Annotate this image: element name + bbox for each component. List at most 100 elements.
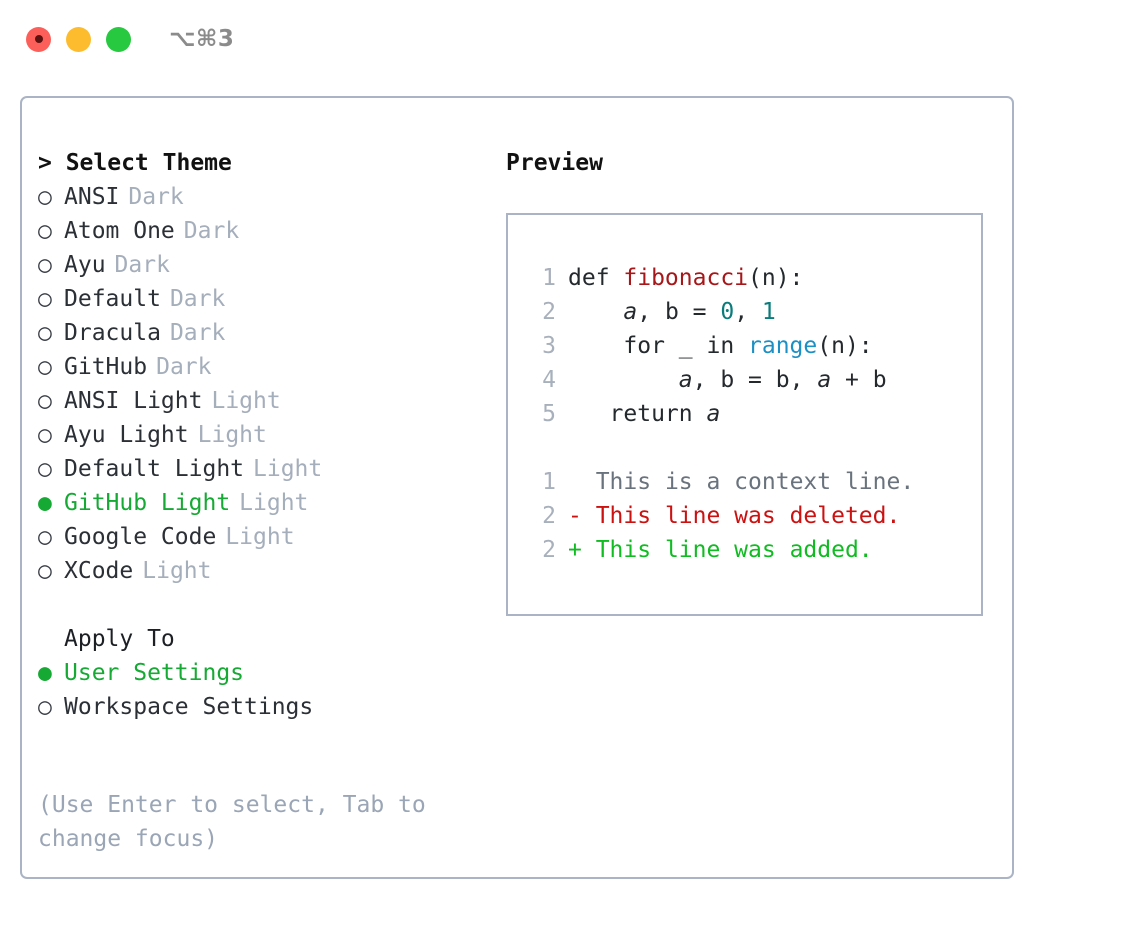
code-content: a, b = b, a + b: [568, 363, 887, 397]
apply-to-label: User Settings: [64, 660, 245, 686]
theme-name: Ayu: [64, 252, 106, 278]
line-number: 4: [542, 367, 556, 393]
theme-list-item[interactable]: ○ ANSI Light Light: [38, 384, 484, 418]
theme-category: Light: [253, 456, 323, 482]
code-content: def fibonacci(n):: [568, 261, 803, 295]
radio-unselected-icon: ○: [38, 218, 52, 244]
diff-text: This line was deleted.: [595, 503, 901, 529]
theme-name: GitHub Light: [64, 490, 231, 516]
theme-list-item[interactable]: ○ Ayu Light Light: [38, 418, 484, 452]
radio-unselected-icon: ○: [38, 422, 52, 448]
theme-category: Dark: [114, 252, 170, 278]
diff-line-deleted: 2 - This line was deleted.: [526, 499, 981, 533]
apply-to-heading: ○ Apply To: [38, 622, 484, 656]
radio-unselected-icon: ○: [38, 184, 52, 210]
select-theme-prompt: > Select Theme: [38, 150, 232, 176]
code-token: a: [706, 401, 721, 427]
theme-list-item[interactable]: ○ GitHub Dark: [38, 350, 484, 384]
code-line: 3 for _ in range(n):: [526, 329, 981, 363]
theme-list-item[interactable]: ○ Default Light Light: [38, 452, 484, 486]
keyboard-hint-text: (Use Enter to select, Tab to change focu…: [38, 792, 426, 852]
diff-marker: +: [568, 537, 596, 563]
theme-category: Light: [142, 558, 212, 584]
theme-list-item[interactable]: ○ Ayu Dark: [38, 248, 484, 282]
code-token: b: [664, 299, 679, 325]
code-token: def: [568, 265, 624, 291]
theme-name: XCode: [64, 558, 134, 584]
code-token: b: [775, 367, 790, 393]
code-token: =: [734, 367, 776, 393]
code-token: return: [568, 401, 707, 427]
diff-text: This is a context line.: [595, 469, 915, 495]
code-token: a: [623, 299, 638, 325]
theme-list-item[interactable]: ○ Dracula Dark: [38, 316, 484, 350]
theme-name: Atom One: [64, 218, 175, 244]
theme-name: Default Light: [64, 456, 245, 482]
theme-category: Light: [225, 524, 295, 550]
code-token: [568, 299, 623, 325]
code-token: 1: [761, 299, 776, 325]
radio-unselected-icon: ○: [38, 694, 52, 720]
line-number: 2: [542, 503, 556, 529]
apply-to-option[interactable]: ○ Workspace Settings: [38, 690, 484, 724]
radio-unselected-icon: ○: [38, 388, 52, 414]
dialog-columns: > Select Theme ○ ANSI Dark ○ Atom One Da…: [22, 98, 1012, 856]
theme-category: Dark: [169, 286, 226, 312]
apply-to-option-selected[interactable]: ● User Settings: [38, 656, 484, 690]
theme-list-item[interactable]: ○ XCode Light: [38, 554, 484, 588]
theme-name: GitHub: [64, 354, 148, 380]
preview-panel: Preview 1 def fibonacci(n): 2 a, b = 0, …: [484, 146, 983, 856]
code-line: 1 def fibonacci(n):: [526, 261, 981, 295]
code-token: b: [720, 367, 735, 393]
radio-unselected-icon: ○: [38, 286, 52, 312]
theme-list-item[interactable]: ○ Atom One Dark: [38, 214, 484, 248]
diff-marker: -: [568, 503, 596, 529]
theme-category: Dark: [156, 354, 212, 380]
code-token: ,: [734, 299, 762, 325]
theme-name: Google Code: [64, 524, 217, 550]
close-button[interactable]: [26, 26, 51, 52]
code-token: (n):: [748, 265, 804, 291]
theme-list-item[interactable]: ○ Default Dark: [38, 282, 484, 316]
theme-name: ANSI Light: [64, 388, 203, 414]
radio-unselected-icon: ○: [38, 252, 52, 278]
theme-category: Dark: [183, 218, 240, 244]
minimize-button[interactable]: [66, 26, 91, 52]
radio-unselected-icon: ○: [38, 354, 52, 380]
theme-name: Ayu Light: [64, 422, 189, 448]
code-token: a: [817, 367, 832, 393]
keyboard-shortcut-label: ⌥⌘3: [169, 26, 235, 52]
preview-title: Preview: [506, 150, 603, 176]
radio-unselected-icon: ○: [38, 558, 52, 584]
diff-line-context: 1 This is a context line.: [526, 465, 981, 499]
code-spacer: [526, 431, 981, 465]
theme-list-item[interactable]: ○ ANSI Dark: [38, 180, 484, 214]
theme-name: Default: [64, 286, 161, 312]
radio-unselected-icon: ○: [38, 524, 52, 550]
theme-list-item[interactable]: ○ Google Code Light: [38, 520, 484, 554]
code-token: +: [831, 367, 873, 393]
code-token: ,: [637, 299, 665, 325]
code-line: 4 a, b = b, a + b: [526, 363, 981, 397]
preview-box: 1 def fibonacci(n): 2 a, b = 0, 1 3 for …: [506, 213, 983, 616]
title-bar: ⌥⌘3: [0, 0, 1140, 78]
theme-list-item-selected[interactable]: ● GitHub Light Light: [38, 486, 484, 520]
theme-category: Light: [197, 422, 267, 448]
record-indicator-icon: [34, 35, 43, 43]
code-token: [568, 367, 679, 393]
diff-marker: [568, 465, 596, 499]
code-line: 2 a, b = 0, 1: [526, 295, 981, 329]
radio-selected-icon: ●: [38, 490, 52, 516]
theme-category: Dark: [169, 320, 226, 346]
dialog-card: > Select Theme ○ ANSI Dark ○ Atom One Da…: [20, 96, 1014, 879]
radio-unselected-icon: ○: [38, 456, 52, 482]
apply-to-title: Apply To: [64, 626, 175, 652]
line-number: 3: [542, 333, 556, 359]
apply-to-label: Workspace Settings: [64, 694, 314, 720]
code-token: range: [748, 333, 818, 359]
maximize-button[interactable]: [106, 26, 131, 52]
code-content: a, b = 0, 1: [568, 295, 776, 329]
code-token: ,: [692, 367, 721, 393]
radio-unselected-icon: ○: [38, 320, 52, 346]
